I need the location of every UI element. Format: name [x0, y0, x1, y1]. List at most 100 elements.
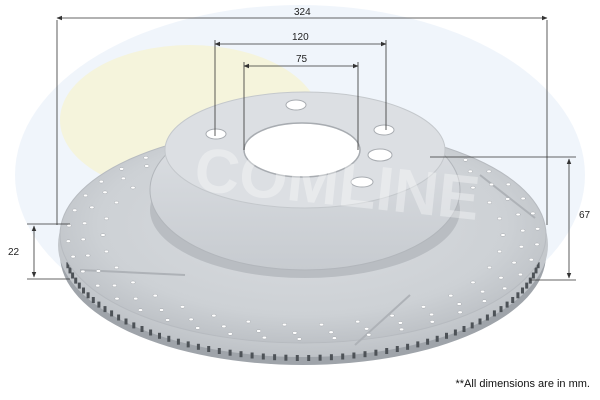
- dim-height-label: 67: [579, 210, 591, 221]
- drill-hole: [429, 312, 435, 317]
- drill-hole: [456, 302, 462, 306]
- drill-hole: [520, 196, 526, 201]
- vent-slot: [103, 306, 107, 313]
- drill-hole: [520, 228, 526, 233]
- drill-hole: [528, 258, 534, 262]
- drill-hole: [85, 253, 91, 258]
- drill-hole: [505, 197, 511, 201]
- drill-hole: [505, 182, 511, 187]
- drill-hole: [80, 237, 86, 242]
- vent-slot: [426, 338, 430, 345]
- drill-hole: [487, 265, 492, 270]
- vent-slot: [217, 348, 221, 354]
- drill-hole: [165, 318, 171, 322]
- vent-slot: [149, 329, 153, 336]
- drill-hole: [221, 324, 227, 329]
- vent-slot: [158, 332, 161, 339]
- dim-center-bore-label: 75: [296, 54, 308, 65]
- vent-slot: [531, 272, 535, 279]
- drill-hole: [389, 313, 395, 318]
- dim-outer-diameter-label: 324: [294, 7, 311, 18]
- vent-slot: [71, 272, 75, 279]
- vent-slot: [196, 343, 200, 350]
- vent-slot: [536, 262, 540, 269]
- vent-slot: [445, 332, 448, 339]
- drill-hole: [470, 280, 476, 285]
- drill-hole: [399, 327, 405, 332]
- drill-hole: [535, 227, 541, 231]
- drill-hole: [355, 319, 361, 324]
- vent-slot: [462, 326, 466, 332]
- vent-slot: [66, 262, 70, 269]
- drill-hole: [256, 329, 262, 333]
- drill-hole: [103, 249, 109, 254]
- drill-hole: [366, 333, 372, 337]
- drill-hole: [95, 269, 101, 273]
- vent-slot: [329, 354, 333, 361]
- drill-hole: [143, 156, 149, 160]
- vent-slot: [132, 322, 136, 329]
- drill-hole: [95, 283, 101, 288]
- vent-slot: [91, 297, 95, 303]
- vent-slot: [525, 282, 529, 289]
- drill-hole: [421, 305, 426, 309]
- drill-hole: [530, 211, 536, 216]
- vent-slot: [140, 326, 144, 332]
- bolt-hole: [373, 124, 395, 136]
- vent-slot: [516, 292, 520, 299]
- vent-slot: [534, 267, 538, 274]
- vent-slot: [318, 354, 322, 361]
- drill-hole: [534, 242, 540, 247]
- dim-thickness-label: 22: [8, 247, 20, 258]
- drill-hole: [486, 169, 492, 174]
- vent-slot: [521, 287, 524, 294]
- drill-hole: [133, 296, 139, 301]
- drill-hole: [470, 185, 476, 190]
- bolt-hole: [350, 176, 374, 188]
- drill-hole: [159, 308, 164, 312]
- drill-hole: [518, 245, 524, 249]
- vent-slot: [74, 277, 78, 284]
- vent-slot: [77, 282, 81, 289]
- drill-hole: [152, 293, 158, 298]
- drill-hole: [82, 221, 88, 225]
- vent-slot: [416, 341, 420, 348]
- drill-hole: [130, 280, 136, 285]
- vent-slot: [110, 310, 114, 317]
- drill-hole: [103, 216, 109, 221]
- drill-hole: [328, 330, 334, 334]
- vent-slot: [239, 351, 243, 358]
- vent-slot: [295, 355, 299, 361]
- bolt-hole: [367, 148, 393, 162]
- drill-hole: [448, 293, 454, 298]
- drill-hole: [195, 326, 201, 330]
- drill-hole: [489, 182, 494, 187]
- vent-slot: [511, 297, 515, 303]
- vent-slot: [505, 301, 509, 308]
- drill-hole: [245, 319, 251, 324]
- vent-slot: [341, 353, 345, 360]
- drill-hole: [319, 322, 324, 327]
- drill-hole: [114, 296, 120, 301]
- drill-hole: [211, 313, 217, 318]
- drill-hole: [98, 179, 104, 184]
- vent-slot: [250, 352, 254, 359]
- vent-slot: [485, 314, 489, 321]
- vent-slot: [86, 292, 90, 299]
- drill-hole: [487, 200, 492, 205]
- vent-slot: [406, 343, 410, 350]
- drill-hole: [227, 332, 233, 336]
- vent-slot: [492, 310, 496, 317]
- drill-hole: [180, 305, 185, 309]
- drill-hole: [517, 272, 523, 277]
- vent-slot: [228, 349, 232, 356]
- vent-slot: [435, 335, 439, 342]
- vent-slot: [261, 353, 265, 360]
- vent-slots: [66, 262, 540, 361]
- drill-hole: [130, 185, 136, 190]
- vent-slot: [82, 287, 85, 294]
- vent-slot: [453, 329, 457, 336]
- vent-slot: [363, 351, 367, 358]
